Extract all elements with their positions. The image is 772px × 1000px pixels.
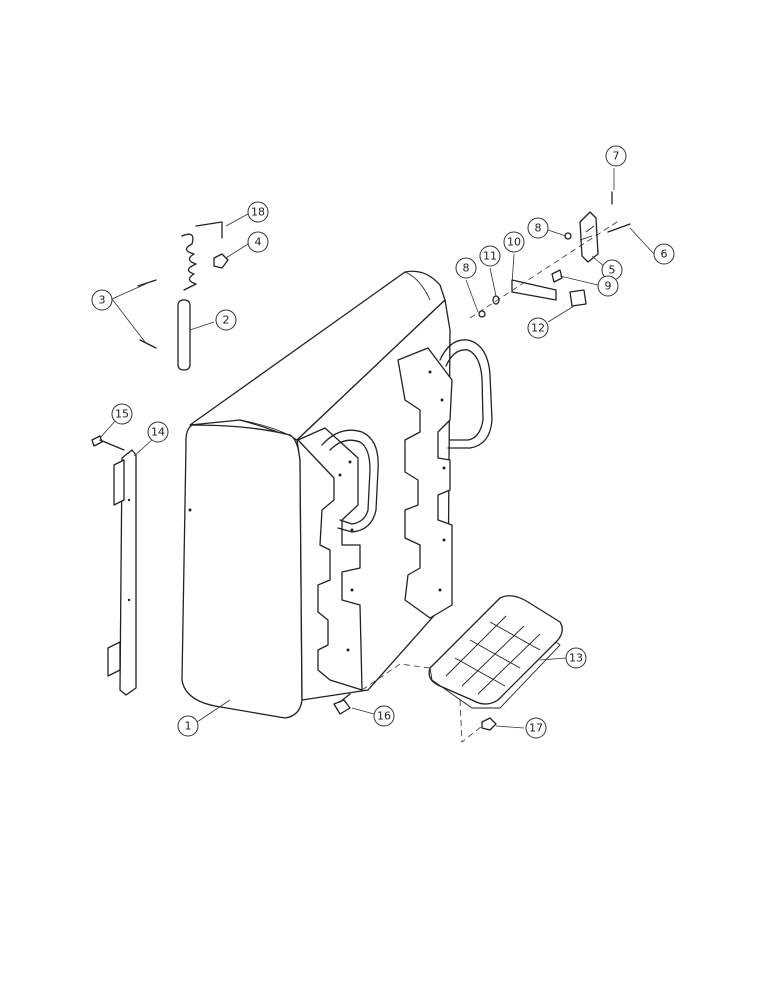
svg-text:16: 16: [377, 710, 391, 723]
callout-11: 11: [479, 245, 501, 267]
pins-3: [137, 279, 157, 349]
grab-handle-right: [439, 339, 493, 449]
spring-assembly: [177, 221, 229, 371]
nut-8-lower: [478, 310, 486, 318]
svg-text:10: 10: [507, 236, 521, 249]
svg-text:4: 4: [255, 236, 262, 249]
callout-8-upper: 8: [527, 217, 549, 239]
bolt-15: [91, 435, 125, 451]
svg-text:12: 12: [531, 322, 545, 335]
latch-arm-10: [511, 279, 557, 301]
side-bracket-right: [397, 347, 453, 619]
svg-text:14: 14: [151, 426, 165, 439]
callout-2: 2: [215, 309, 237, 331]
callout-17: 17: [525, 717, 547, 739]
callout-8-lower: 8: [455, 257, 477, 279]
svg-text:6: 6: [661, 248, 668, 261]
assembly-dashed-lines: [361, 219, 621, 743]
svg-text:2: 2: [223, 314, 230, 327]
leader-lines: [99, 168, 655, 729]
svg-text:13: 13: [569, 652, 583, 665]
callout-16: 16: [373, 705, 395, 727]
spacer-9: [551, 269, 563, 283]
latch-bracket-5: [579, 211, 599, 263]
callout-7: 7: [605, 145, 627, 167]
svg-text:1: 1: [185, 720, 192, 733]
step-plate-part: [428, 595, 563, 709]
svg-text:17: 17: [529, 722, 543, 735]
pad-12: [569, 289, 587, 307]
svg-text:7: 7: [613, 150, 620, 163]
callout-13: 13: [565, 647, 587, 669]
svg-text:15: 15: [115, 408, 129, 421]
svg-text:8: 8: [535, 222, 542, 235]
pin-6: [607, 223, 631, 233]
callout-12: 12: [527, 317, 549, 339]
svg-text:3: 3: [99, 294, 106, 307]
callout-9: 9: [597, 275, 619, 297]
svg-text:8: 8: [463, 262, 470, 275]
callout-15: 15: [111, 403, 133, 425]
svg-text:18: 18: [251, 206, 265, 219]
callout-14: 14: [147, 421, 169, 443]
callout-4: 4: [247, 231, 269, 253]
callout-10: 10: [503, 231, 525, 253]
side-rail-part: [107, 449, 137, 696]
side-bracket-left: [188, 427, 363, 691]
hood-body-part: [181, 270, 451, 719]
callout-3: 3: [91, 289, 113, 311]
svg-text:9: 9: [605, 280, 612, 293]
callout-1: 1: [177, 715, 199, 737]
callout-18: 18: [247, 201, 269, 223]
svg-text:5: 5: [609, 264, 616, 277]
callout-6: 6: [653, 243, 675, 265]
nut-17: [481, 717, 497, 731]
bolt-16: [333, 693, 351, 715]
svg-text:11: 11: [483, 250, 497, 263]
grab-handle-left: [321, 429, 379, 533]
